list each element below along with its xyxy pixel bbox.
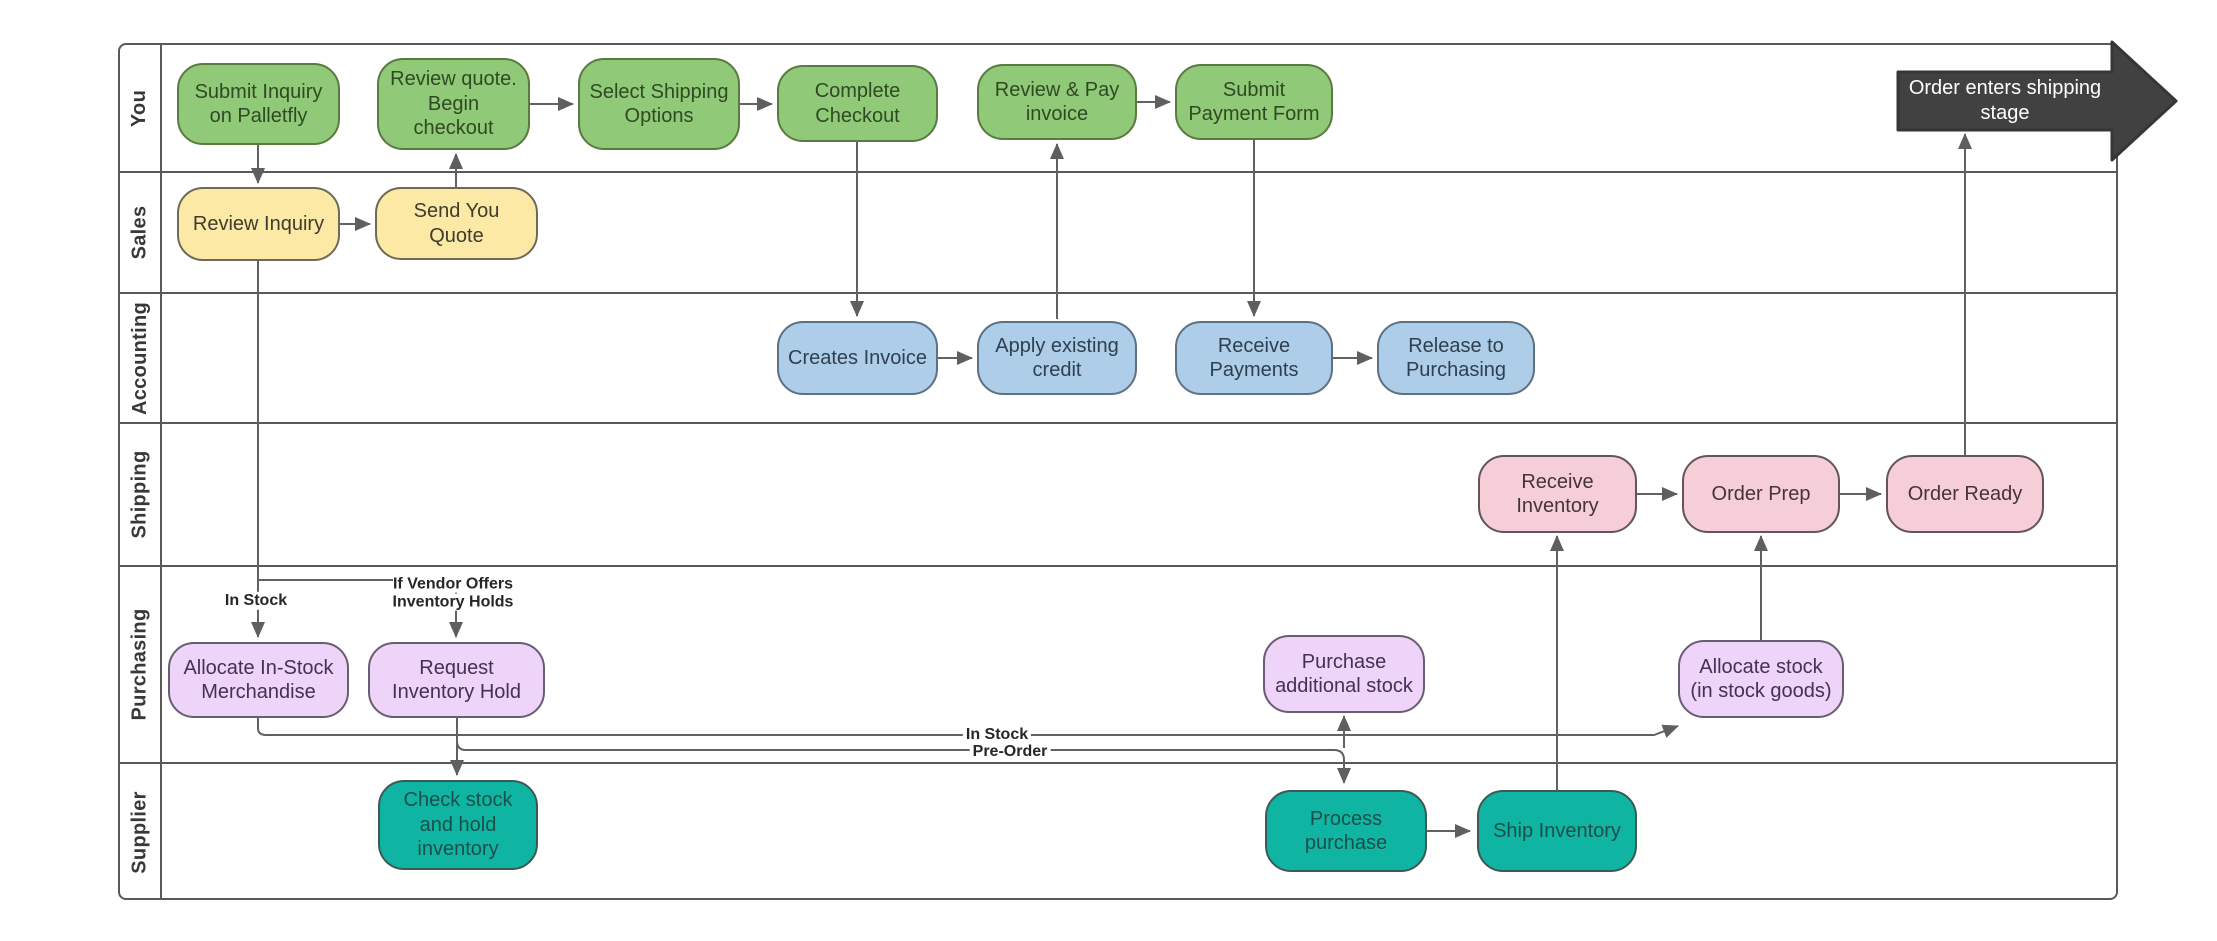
lane-sales: Sales: [120, 173, 2116, 294]
node-check-stock-hold[interactable]: Check stock and hold inventory: [378, 780, 538, 870]
node-send-you-quote[interactable]: Send You Quote: [375, 187, 538, 260]
lane-head-accounting: Accounting: [120, 294, 162, 422]
node-complete-checkout[interactable]: Complete Checkout: [777, 65, 938, 142]
lane-head-shipping: Shipping: [120, 424, 162, 565]
edge-label-in-stock-left: In Stock: [221, 591, 291, 611]
node-order-ready[interactable]: Order Ready: [1886, 455, 2044, 533]
order-enters-shipping-arrow-shape: [1896, 40, 2178, 162]
node-release-to-purchasing[interactable]: Release to Purchasing: [1377, 321, 1535, 395]
node-receive-payments[interactable]: Receive Payments: [1175, 321, 1333, 395]
node-allocate-in-stock[interactable]: Allocate In-Stock Merchandise: [168, 642, 349, 718]
node-ship-inventory[interactable]: Ship Inventory: [1477, 790, 1637, 872]
node-review-inquiry[interactable]: Review Inquiry: [177, 187, 340, 261]
lane-shipping: Shipping: [120, 424, 2116, 567]
node-process-purchase[interactable]: Process purchase: [1265, 790, 1427, 872]
lane-supplier: Supplier: [120, 764, 2116, 900]
node-submit-payment-form[interactable]: Submit Payment Form: [1175, 64, 1333, 140]
node-purchase-additional-stock[interactable]: Purchase additional stock: [1263, 635, 1425, 713]
lane-head-supplier: Supplier: [120, 764, 162, 900]
order-enters-shipping-arrow[interactable]: Order enters shipping stage: [1908, 77, 2102, 124]
edge-label-pre-order: Pre-Order: [969, 742, 1051, 762]
node-select-shipping-options[interactable]: Select Shipping Options: [578, 58, 740, 150]
node-review-pay-invoice[interactable]: Review & Pay invoice: [977, 64, 1137, 140]
lane-accounting: Accounting: [120, 294, 2116, 424]
lane-head-you: You: [120, 45, 162, 171]
node-allocate-stock[interactable]: Allocate stock (in stock goods): [1678, 640, 1844, 718]
edge-label-in-stock-mid: In Stock: [962, 725, 1032, 745]
node-apply-existing-credit[interactable]: Apply existing credit: [977, 321, 1137, 395]
node-receive-inventory[interactable]: Receive Inventory: [1478, 455, 1637, 533]
node-order-prep[interactable]: Order Prep: [1682, 455, 1840, 533]
lane-purchasing: Purchasing: [120, 567, 2116, 764]
edge-label-vendor-holds: If Vendor Offers Inventory Holds: [392, 575, 514, 611]
node-creates-invoice[interactable]: Creates Invoice: [777, 321, 938, 395]
node-submit-inquiry[interactable]: Submit Inquiry on Palletfly: [177, 63, 340, 145]
lane-head-sales: Sales: [120, 173, 162, 292]
node-review-quote[interactable]: Review quote. Begin checkout: [377, 58, 530, 150]
lane-you: You: [120, 45, 2116, 173]
node-request-inventory-hold[interactable]: Request Inventory Hold: [368, 642, 545, 718]
lane-head-purchasing: Purchasing: [120, 567, 162, 762]
